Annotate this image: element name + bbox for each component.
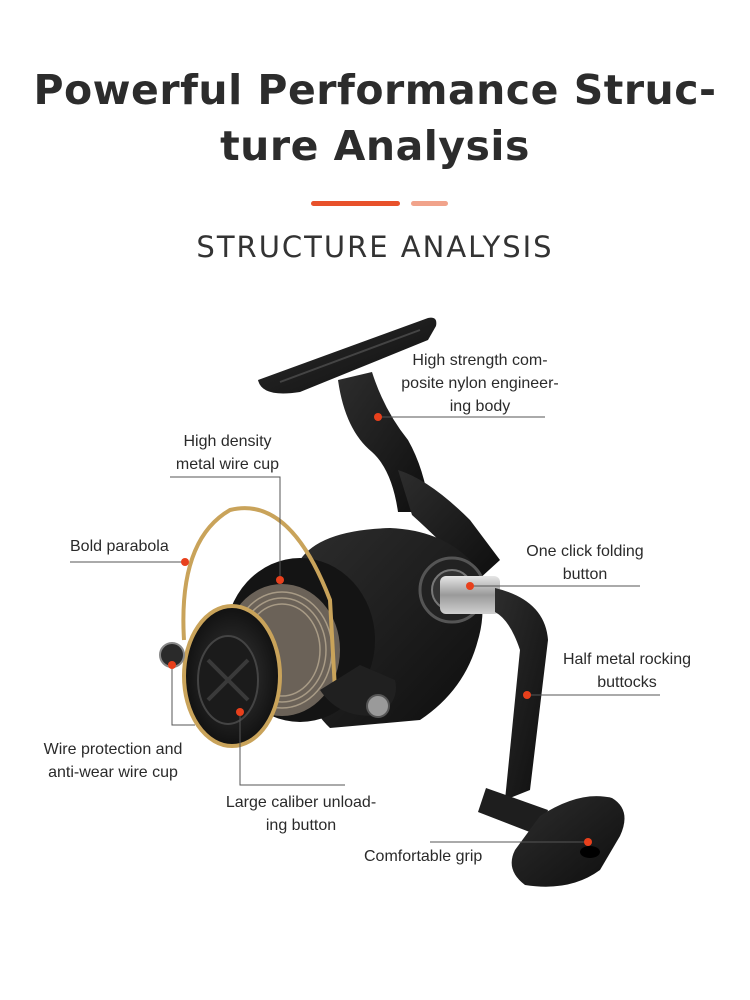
callout-line-unload: [239, 712, 345, 786]
label-folding: One click folding button: [526, 543, 644, 583]
reel-foot: [258, 317, 437, 394]
reel-bail-arm: [320, 665, 396, 718]
marker-parabola: [181, 558, 189, 566]
label-body: High strength com- posite nylon engineer…: [401, 352, 559, 415]
label-wire-cup: High density metal wire cup: [175, 433, 280, 473]
reel-grip-knob: [511, 796, 625, 887]
label-rocking: Half metal rocking buttocks: [562, 651, 692, 691]
label-protection: Wire protection and anti-wear wire cup: [43, 741, 183, 781]
reel-bail-wire: [159, 506, 337, 691]
label-unload: Large caliber unload- ing button: [225, 794, 377, 834]
marker-body: [374, 413, 382, 421]
marker-rocking: [523, 691, 531, 699]
marker-wire-cup: [276, 576, 284, 584]
marker-unload: [236, 708, 244, 716]
marker-protection: [168, 661, 176, 669]
reel-body-arm: [338, 372, 500, 580]
callout-markers: [168, 413, 592, 846]
page-title: Powerful Performance Struc- ture Analysi…: [0, 62, 750, 174]
callout-line-wire-cup: [170, 476, 281, 580]
callout-line-protection: [171, 665, 195, 726]
accent-bar-secondary: [411, 201, 448, 206]
accent-bar-primary: [311, 201, 400, 206]
label-grip: Comfortable grip: [364, 848, 483, 865]
callout-lines: [70, 416, 660, 843]
title-line-1: Powerful Performance Struc-: [33, 66, 717, 114]
title-line-2: ture Analysis: [220, 122, 530, 170]
marker-folding: [466, 582, 474, 590]
marker-grip: [584, 838, 592, 846]
label-parabola: Bold parabola: [70, 538, 169, 555]
section-subtitle: STRUCTURE ANALYSIS: [196, 230, 554, 264]
